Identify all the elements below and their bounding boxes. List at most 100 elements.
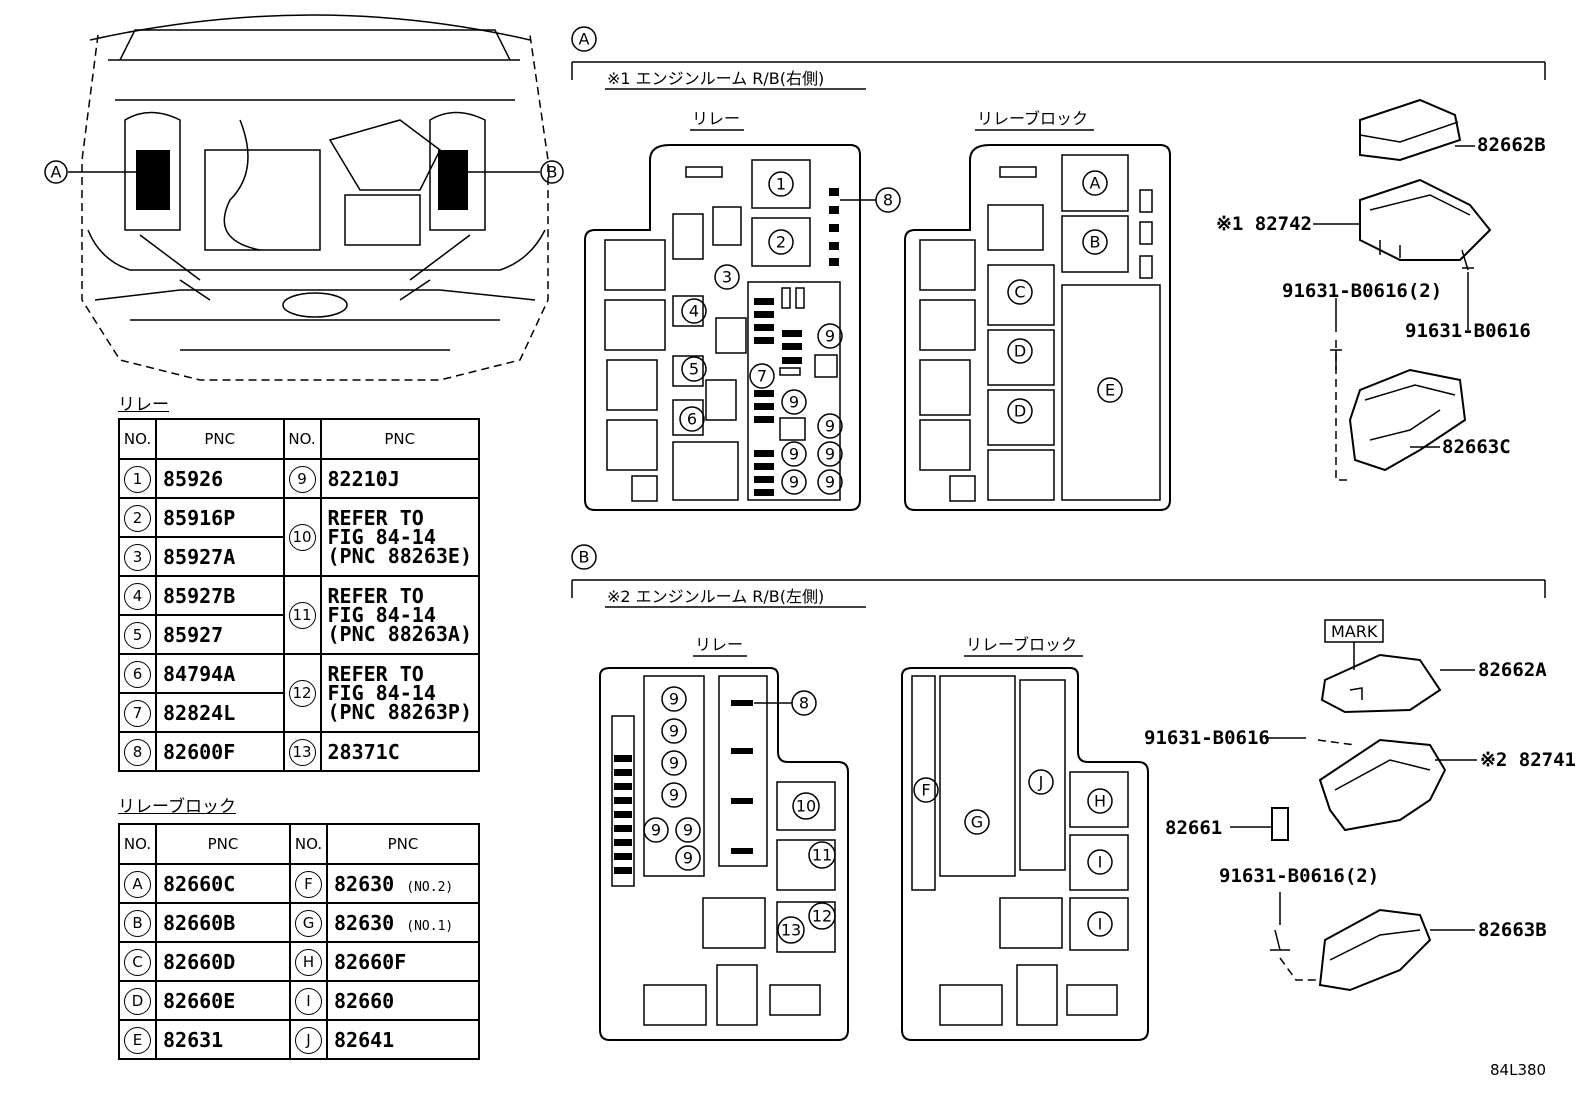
svg-text:9: 9 [825, 445, 835, 464]
table-cell-no: I [289, 980, 328, 1021]
part-b-91631-b0616-label: 91631-B0616 [1144, 727, 1270, 749]
section-b-marker: B [571, 544, 1546, 598]
section-a-relay-title: リレー [692, 109, 740, 128]
relay-table: NO. PNC NO. PNC 1 85926 9 82210J 2 85916… [118, 418, 480, 772]
svg-text:10: 10 [796, 797, 816, 816]
svg-text:9: 9 [789, 393, 799, 412]
svg-text:12: 12 [812, 907, 832, 926]
svg-text:D: D [1014, 402, 1026, 421]
svg-text:6: 6 [687, 410, 697, 429]
table-cell-pnc: 82660E [155, 980, 291, 1021]
part-b-91631-b0616-2-label: 91631-B0616(2) [1219, 865, 1379, 887]
svg-text:9: 9 [825, 327, 835, 346]
section-a-relay-block-title: リレーブロック [977, 109, 1088, 128]
svg-text:9: 9 [669, 754, 679, 773]
table-cell-no: 11 [282, 575, 322, 655]
svg-text:J: J [1038, 773, 1044, 792]
parts-a-illustration [1313, 98, 1492, 481]
table-cell-pnc: 82660D [155, 941, 291, 982]
svg-text:1: 1 [776, 175, 786, 194]
table-cell-no: 10 [282, 497, 322, 577]
table-cell-no: A [118, 863, 157, 904]
table-cell-no: 8 [118, 731, 157, 772]
table-cell-pnc: 85927B [155, 575, 285, 616]
col-no: NO. [118, 418, 157, 460]
table-cell-no: J [289, 1019, 328, 1060]
section-b-relay-block-title: リレーブロック [966, 635, 1077, 654]
svg-text:C: C [1014, 283, 1025, 302]
relay-block-a-callouts: A B C D D E [1007, 170, 1123, 424]
relay-box-a [584, 144, 861, 511]
part-82662b-label: 82662B [1477, 134, 1546, 156]
svg-text:8: 8 [883, 191, 893, 210]
relay-a-callouts: 1 2 3 4 5 6 7 8 9 9 9 9 9 9 9 [679, 171, 901, 495]
svg-text:A: A [51, 163, 62, 182]
svg-text:9: 9 [789, 473, 799, 492]
section-a-header: ※1 エンジンルーム R/B(右側) [607, 69, 824, 88]
section-b-header: ※2 エンジンルーム R/B(左側) [607, 587, 824, 606]
table-cell-no: 12 [282, 653, 322, 733]
table-cell-no: F [289, 863, 328, 904]
part-82663b-label: 82663B [1478, 919, 1547, 941]
svg-text:A: A [1090, 174, 1101, 193]
relay-block-table-title: リレーブロック [118, 797, 236, 817]
table-cell-no: 2 [118, 497, 157, 538]
svg-text:F: F [921, 781, 930, 800]
table-cell-no: C [118, 941, 157, 982]
svg-text:2: 2 [776, 233, 786, 252]
relay-box-b [599, 667, 849, 1041]
table-cell-pnc: 82660B [155, 902, 291, 943]
table-cell-no: 3 [118, 536, 157, 577]
table-cell-no: B [118, 902, 157, 943]
svg-text:13: 13 [781, 921, 801, 940]
part-91631-b0616-2-label: 91631-B0616(2) [1282, 280, 1442, 302]
table-cell-pnc: 82641 [326, 1019, 480, 1060]
callout-a-engine: A [44, 160, 138, 184]
table-cell-no: 1 [118, 458, 157, 499]
svg-text:9: 9 [669, 690, 679, 709]
svg-text:9: 9 [825, 473, 835, 492]
svg-text:9: 9 [669, 786, 679, 805]
part-82742-label: ※1 82742 [1216, 213, 1312, 235]
svg-text:A: A [579, 30, 590, 49]
svg-text:9: 9 [683, 821, 693, 840]
table-cell-no: 9 [282, 458, 322, 499]
relay-b-callouts: 9 9 9 9 9 9 9 8 10 11 12 13 [643, 686, 836, 944]
svg-text:B: B [579, 548, 590, 567]
figure-id: 84L380 [1490, 1061, 1546, 1079]
part-82741-label: ※2 82741 [1480, 749, 1576, 771]
mark-label: MARK [1331, 622, 1378, 641]
table-cell-pnc: 82824L [155, 692, 285, 733]
table-cell-pnc: 82660F [326, 941, 480, 982]
table-cell-no: D [118, 980, 157, 1021]
svg-text:8: 8 [799, 694, 809, 713]
engine-bay-illustration [81, 14, 549, 381]
table-cell-pnc: 85927 [155, 614, 285, 655]
table-cell-pnc: 28371C [319, 731, 480, 772]
svg-text:I: I [1098, 853, 1103, 872]
svg-text:5: 5 [689, 360, 699, 379]
svg-text:E: E [1105, 381, 1115, 400]
part-82662a-label: 82662A [1478, 659, 1547, 681]
part-91631-b0616-label: 91631-B0616 [1405, 320, 1531, 342]
svg-text:11: 11 [812, 846, 832, 865]
table-cell-pnc: 84794A [155, 653, 285, 694]
col-pnc: PNC [319, 418, 480, 460]
svg-text:9: 9 [789, 445, 799, 464]
relay-table-title: リレー [118, 395, 169, 415]
svg-text:D: D [1014, 342, 1026, 361]
table-cell-pnc: 85916P [155, 497, 285, 538]
relay-block-box-b [901, 667, 1149, 1041]
section-a-marker: A [571, 26, 1546, 80]
table-cell-no: 13 [282, 731, 322, 772]
table-cell-pnc: REFER TO FIG 84-14 (PNC 88263A) [319, 575, 480, 655]
relay-block-table: NO. PNC NO. PNC A 82660C F 82630 (NO.2) … [118, 823, 480, 1060]
parts-b-illustration [1230, 619, 1477, 992]
part-82663c-label: 82663C [1442, 436, 1511, 458]
svg-text:9: 9 [651, 821, 661, 840]
svg-text:9: 9 [669, 722, 679, 741]
table-cell-pnc: 82600F [155, 731, 285, 772]
table-cell-pnc: REFER TO FIG 84-14 (PNC 88263P) [319, 653, 480, 733]
part-82661-label: 82661 [1165, 817, 1222, 839]
